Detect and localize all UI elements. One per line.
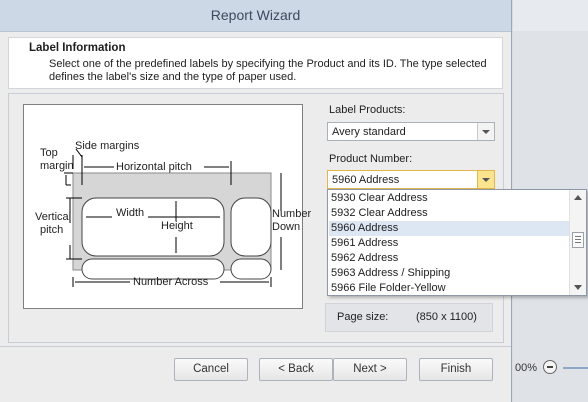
back-button[interactable]: < Back	[259, 358, 333, 381]
zoom-percent: 00%	[515, 362, 538, 374]
cancel-button[interactable]: Cancel	[174, 358, 248, 381]
title-bar: Report Wizard	[0, 0, 511, 32]
side-margins-caption: Side margins	[75, 140, 140, 152]
side-margin-pointer	[75, 148, 83, 158]
product-number-label: Product Number:	[329, 153, 413, 165]
chevron-down-icon	[482, 178, 490, 182]
top-margin-caption-1: Top	[40, 147, 58, 159]
page-size-label: Page size:	[337, 311, 389, 323]
label-shape-lower	[81, 258, 225, 280]
zoom-slider-track[interactable]	[563, 367, 588, 369]
label-layout-diagram: Side margins Top margin Horizontal pitch…	[23, 104, 311, 309]
label-products-combo[interactable]: Avery standard	[327, 122, 495, 141]
window-title: Report Wizard	[210, 7, 301, 23]
label-products-dropdown-button[interactable]	[477, 123, 494, 140]
product-number-dropdown-button[interactable]	[477, 171, 494, 188]
width-caption: Width	[116, 207, 145, 219]
chevron-down-icon	[482, 130, 490, 134]
scroll-down-icon[interactable]	[574, 285, 582, 290]
top-margin-caption-2: margin	[40, 160, 74, 172]
next-button[interactable]: Next >	[333, 358, 407, 381]
wizard-header: Label Information Select one of the pred…	[8, 37, 503, 89]
number-across-caption: Number Across	[133, 276, 209, 288]
label-shape-main	[81, 197, 225, 257]
list-item[interactable]: 5932 Clear Address	[331, 207, 428, 219]
list-item[interactable]: 5930 Clear Address	[331, 192, 428, 204]
label-products-value: Avery standard	[332, 126, 406, 138]
list-item-selected[interactable]: 5960 Address	[329, 221, 571, 236]
header-description: Select one of the predefined labels by s…	[49, 58, 487, 83]
number-down-caption-1: Number	[272, 208, 312, 220]
background-toolbar	[513, 0, 588, 31]
page-size-value: (850 x 1100)	[416, 311, 477, 323]
list-item[interactable]: 5963 Address / Shipping	[331, 267, 451, 279]
horizontal-pitch-caption: Horizontal pitch	[116, 161, 192, 173]
list-item[interactable]: 5966 File Folder-Yellow	[331, 282, 446, 294]
product-number-dropdown-list[interactable]: 5930 Clear Address 5932 Clear Address 59…	[327, 189, 587, 296]
scroll-up-icon[interactable]	[574, 195, 582, 200]
dropdown-scrollbar[interactable]	[569, 190, 586, 295]
footer-separator	[0, 346, 511, 347]
header-title: Label Information	[29, 42, 126, 54]
height-caption: Height	[161, 220, 193, 232]
finish-button[interactable]: Finish	[419, 358, 493, 381]
list-item[interactable]: 5962 Address	[331, 252, 399, 264]
label-products-label: Label Products:	[329, 104, 406, 116]
scrollbar-thumb[interactable]	[572, 232, 584, 248]
label-shape-right	[230, 197, 272, 257]
page-size-panel: Page size: (850 x 1100)	[325, 303, 493, 332]
label-settings-group: Side margins Top margin Horizontal pitch…	[8, 93, 504, 343]
label-shape-lower-right	[230, 258, 272, 280]
zoom-control: 00%	[513, 355, 588, 383]
vertical-pitch-caption-1: Vertical	[35, 211, 72, 223]
number-down-caption-2: Down	[272, 221, 301, 233]
product-number-combo[interactable]: 5960 Address	[327, 170, 495, 189]
zoom-out-icon[interactable]	[543, 360, 557, 374]
list-item[interactable]: 5961 Address	[331, 237, 399, 249]
vertical-pitch-caption-2: pitch	[40, 224, 64, 236]
product-number-value: 5960 Address	[332, 174, 400, 186]
label-diagram-graphic	[64, 148, 282, 287]
